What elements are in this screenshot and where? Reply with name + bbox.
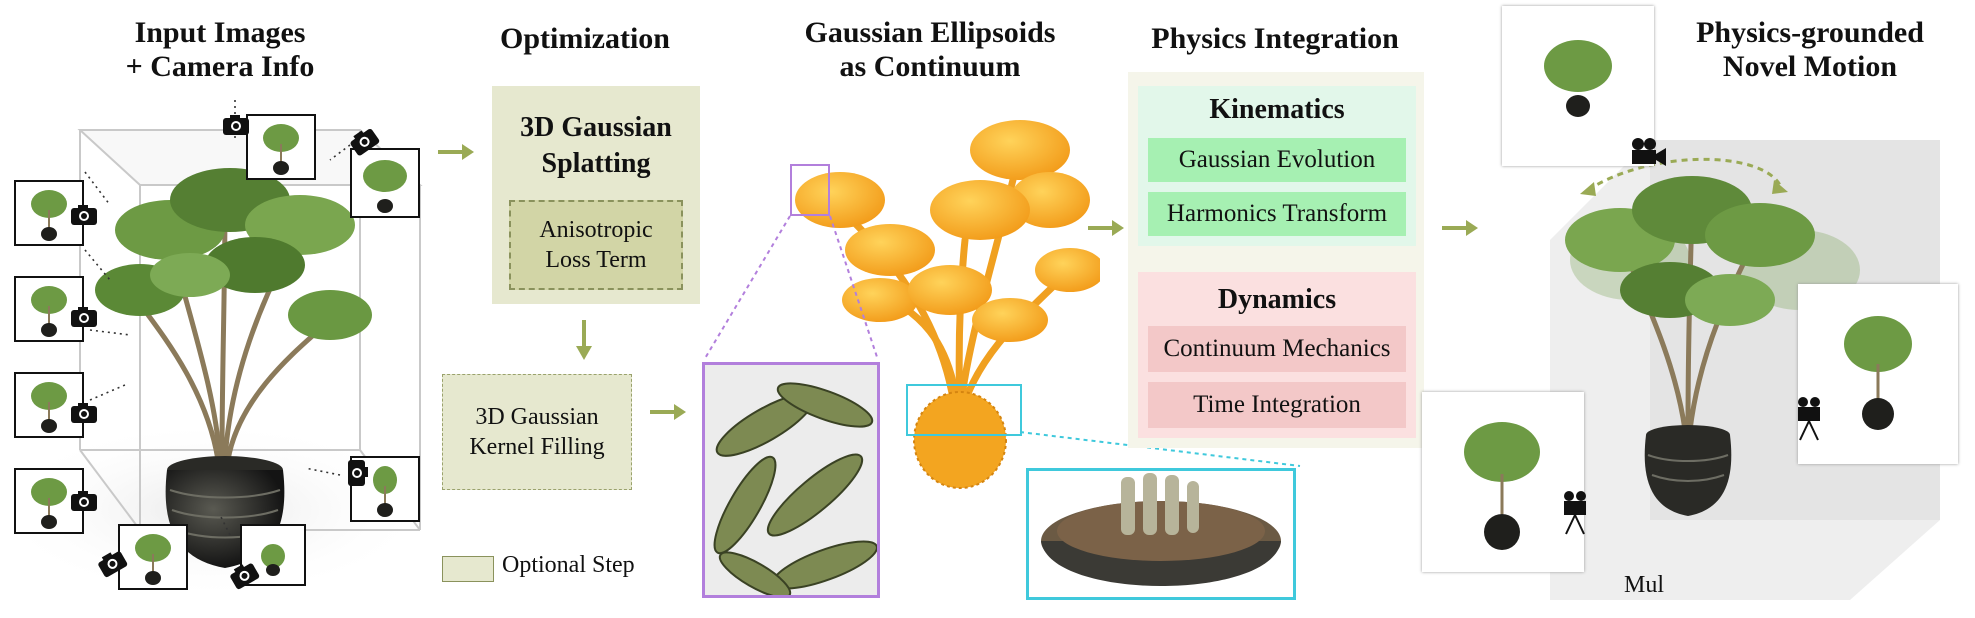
cyan-zoom-inset — [1026, 468, 1296, 600]
camera-icon — [347, 459, 369, 487]
movie-camera-icon — [1628, 136, 1668, 170]
legend-swatch — [442, 556, 494, 582]
loss-line2: Loss Term — [545, 245, 646, 275]
camera-icon — [70, 402, 98, 424]
kernel-line2: Kernel Filling — [469, 432, 604, 462]
camera-icon — [70, 204, 98, 226]
motion-caption: Mul — [1624, 572, 1664, 599]
kinematics-item: Harmonics Transform — [1148, 192, 1406, 236]
purple-zoom-lines — [700, 160, 900, 370]
novel-motion-title: Physics-grounded Novel Motion — [1670, 16, 1950, 84]
motion-view-left — [1422, 392, 1584, 572]
input-thumbnail — [350, 148, 420, 218]
anisotropic-loss-box: Anisotropic Loss Term — [509, 200, 683, 290]
kernel-line1: 3D Gaussian — [475, 402, 598, 432]
camera-icon — [70, 490, 98, 512]
plant-foliage — [95, 168, 372, 340]
dynamics-panel: Dynamics Continuum Mechanics Time Integr… — [1138, 272, 1416, 438]
cyan-zoom-selector — [906, 384, 1022, 436]
input-title-line1: Input Images — [90, 16, 350, 50]
gaussian-title-line1: Gaussian Ellipsoids — [770, 16, 1090, 50]
leaf-closeup — [705, 365, 877, 595]
kinematics-item: Gaussian Evolution — [1148, 138, 1406, 182]
arrow-kernel-to-gaussian — [648, 400, 688, 424]
gaussian-ellipsoids-title: Gaussian Ellipsoids as Continuum — [770, 16, 1090, 84]
camera-icon — [70, 306, 98, 328]
motion-title-line1: Physics-grounded — [1670, 16, 1950, 50]
kinematics-panel: Kinematics Gaussian Evolution Harmonics … — [1138, 86, 1416, 246]
gaussian-splatting-title: 3D Gaussian Splatting — [520, 110, 672, 182]
camera-icon — [222, 114, 250, 136]
kernel-filling-box: 3D Gaussian Kernel Filling — [442, 374, 632, 490]
purple-zoom-inset — [702, 362, 880, 598]
arrow-input-to-optimization — [436, 140, 476, 164]
pot-closeup — [1029, 471, 1293, 597]
dynamics-item: Time Integration — [1148, 382, 1406, 428]
movie-camera-icon — [1560, 490, 1594, 536]
arrow-splatting-to-kernel — [572, 318, 596, 362]
physics-integration-title: Physics Integration — [1130, 22, 1420, 56]
gaussian-title-line2: as Continuum — [770, 50, 1090, 84]
motion-title-line2: Novel Motion — [1670, 50, 1950, 84]
kinematics-title: Kinematics — [1138, 94, 1416, 126]
movie-camera-icon — [1794, 396, 1828, 442]
input-images-title: Input Images + Camera Info — [90, 16, 350, 84]
dynamics-title: Dynamics — [1138, 284, 1416, 316]
loss-line1: Anisotropic — [539, 215, 652, 245]
splatting-line2: Splatting — [520, 146, 672, 182]
splatting-line1: 3D Gaussian — [520, 110, 672, 146]
gaussian-splatting-box: 3D Gaussian Splatting Anisotropic Loss T… — [492, 86, 700, 304]
arrow-gaussian-to-physics — [1086, 216, 1126, 240]
legend-label: Optional Step — [502, 552, 635, 579]
dynamics-item: Continuum Mechanics — [1148, 326, 1406, 372]
input-thumbnail — [246, 114, 316, 180]
optimization-title: Optimization — [470, 22, 700, 56]
input-thumbnail — [118, 524, 188, 590]
input-title-line2: + Camera Info — [90, 50, 350, 84]
